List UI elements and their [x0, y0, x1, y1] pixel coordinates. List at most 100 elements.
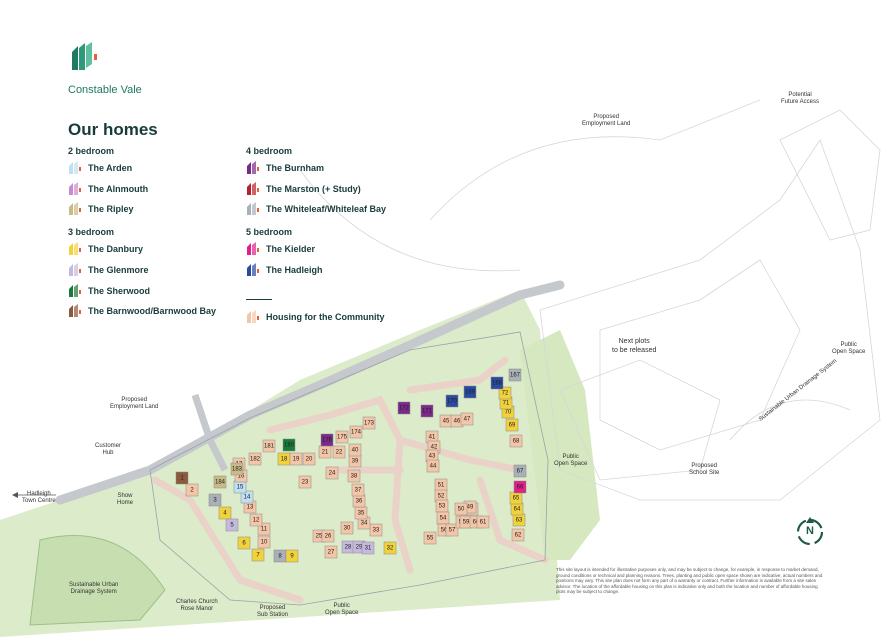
plot-number: 175 — [337, 435, 348, 441]
house-icon — [68, 202, 82, 216]
plot-number: 60 — [473, 520, 480, 526]
plot-number: 42 — [431, 445, 438, 451]
plot-number: 31 — [365, 546, 372, 552]
plot-167 — [508, 368, 522, 382]
plot-3 — [208, 493, 222, 507]
plot-number: 52 — [438, 494, 445, 500]
plot-number: 27 — [328, 550, 335, 556]
plot-number: 69 — [509, 423, 516, 429]
plot-number: 36 — [356, 499, 363, 505]
plot-170 — [445, 394, 459, 408]
plot-number: 20 — [306, 457, 313, 463]
plot-number: 184 — [215, 480, 226, 486]
plot-number: 63 — [516, 518, 523, 524]
plot-24 — [325, 466, 339, 480]
house-icon — [246, 242, 260, 256]
plot-number: 33 — [373, 528, 380, 534]
plot-number: 55 — [427, 536, 434, 542]
plot-number: 54 — [440, 516, 447, 522]
plot-20 — [302, 452, 316, 466]
plot-171 — [420, 404, 434, 418]
brand-logo — [68, 40, 108, 79]
plot-27 — [324, 545, 338, 559]
plot-174 — [349, 425, 363, 439]
legend-item: The Alnmouth — [68, 181, 149, 196]
plot-number: 25 — [316, 534, 323, 540]
plot-number: 39 — [352, 459, 359, 465]
plot-10 — [257, 535, 271, 549]
legend-item: The Kielder — [246, 242, 315, 256]
plot-175 — [335, 430, 349, 444]
legend-item-label: The Burnham — [266, 163, 325, 173]
plot-number: 23 — [302, 480, 309, 486]
plot-number: 57 — [449, 528, 456, 534]
plot-number: 11 — [261, 527, 268, 533]
legend-item-label: The Barnwood/Barnwood Bay — [88, 306, 217, 317]
house-icon — [68, 181, 82, 196]
plot-number: 40 — [352, 448, 359, 454]
plot-66 — [513, 480, 527, 494]
plot-181 — [262, 439, 276, 453]
legend-item-label: The Marston (+ Study) — [266, 183, 361, 194]
internal-roads — [151, 356, 549, 604]
plot-number: 182 — [250, 457, 261, 463]
plot-68 — [509, 434, 523, 448]
plot-33 — [369, 523, 383, 537]
plot-number: 167 — [510, 373, 521, 379]
plot-47 — [460, 412, 474, 426]
plot-1 — [175, 471, 189, 485]
plot-5 — [225, 518, 239, 532]
house-icon — [246, 262, 260, 277]
plot-number: 6 — [242, 541, 246, 547]
plot-number: 173 — [364, 421, 375, 427]
plot-4 — [218, 506, 232, 520]
disclaimer: This site layout is intended for illustr… — [556, 567, 823, 594]
plot-168 — [490, 376, 504, 390]
plot-173 — [362, 416, 376, 430]
plot-number: 1 — [180, 476, 184, 482]
plot-number: 37 — [355, 488, 362, 494]
plot-number: 169 — [465, 390, 476, 396]
legend-item: The Sherwood — [68, 283, 151, 298]
future-plots-outline — [299, 99, 881, 501]
house-icon — [68, 304, 82, 318]
development-boundary — [149, 331, 549, 606]
legend-item-label: The Arden — [88, 163, 133, 173]
house-icon — [246, 310, 260, 324]
plot-23 — [298, 475, 312, 489]
plot-number: 174 — [351, 430, 362, 436]
plot-172 — [397, 401, 411, 415]
plot-number: 30 — [344, 526, 351, 532]
compass-icon — [796, 517, 824, 546]
plot-number: 70 — [505, 410, 512, 416]
legend-item-label: The Sherwood — [88, 285, 151, 296]
legend-item: The Danbury — [68, 242, 143, 256]
plot-number: 9 — [290, 554, 294, 560]
house-icon — [68, 262, 82, 277]
legend-item: The Hadleigh — [246, 262, 323, 277]
plot-67 — [513, 464, 527, 478]
legend-item: The Marston (+ Study) — [246, 181, 361, 196]
plot-number: 72 — [502, 391, 509, 397]
plot-72 — [498, 386, 512, 400]
plot-182 — [248, 452, 262, 466]
legend-item-label: The Alnmouth — [88, 183, 149, 194]
legend-item-label: The Kielder — [266, 244, 316, 255]
plot-62 — [511, 528, 525, 542]
legend-item: The Arden — [68, 161, 132, 175]
house-icon — [68, 242, 82, 256]
plot-22 — [332, 445, 346, 459]
plot-69 — [505, 418, 519, 432]
house-icon — [246, 161, 260, 175]
plot-30 — [340, 521, 354, 535]
plot-number: 16 — [238, 474, 245, 480]
plot-number: 29 — [356, 545, 363, 551]
plot-number: 38 — [351, 474, 358, 480]
